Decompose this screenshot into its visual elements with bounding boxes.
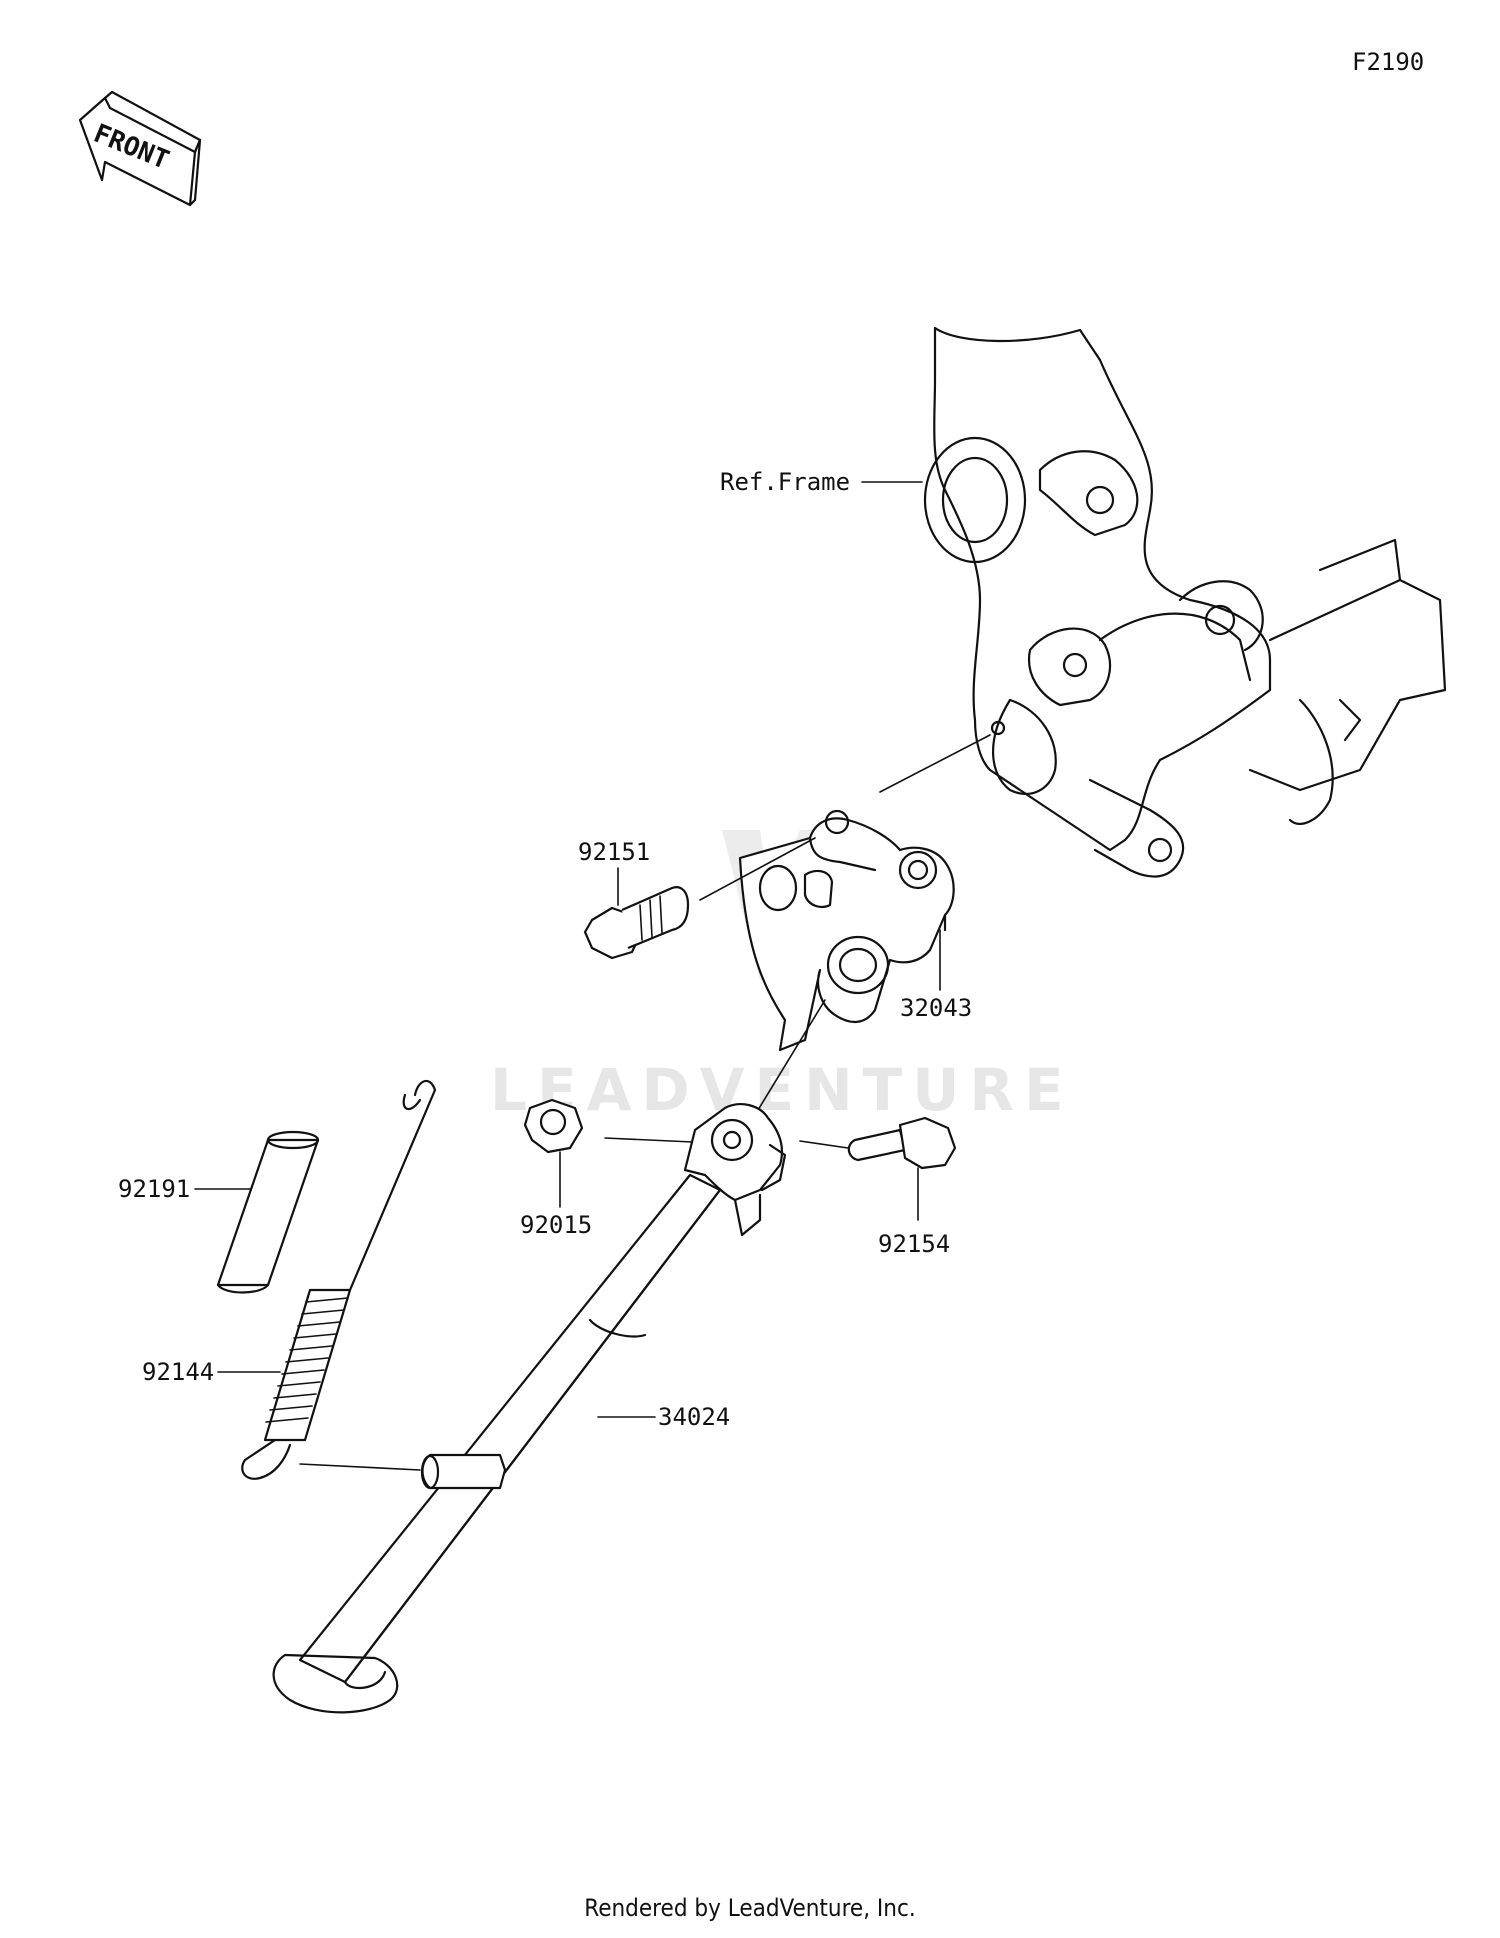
- part-92154-bolt: [799, 1116, 957, 1170]
- footer-credit: Rendered by LeadVenture, Inc.: [584, 1894, 916, 1922]
- ref-frame-part: [923, 326, 1447, 878]
- part-92154-label: 92154: [878, 1230, 950, 1258]
- figure-code: F2190: [1352, 48, 1424, 76]
- part-34024-label: 34024: [658, 1403, 730, 1431]
- part-34024-callout: 34024: [597, 1403, 730, 1431]
- bracket-to-frame-line: [879, 734, 991, 793]
- watermark-text: LEADVENTURE: [490, 1056, 1074, 1124]
- front-arrow-icon: FRONT: [78, 90, 202, 207]
- part-34024-side-stand: [272, 999, 826, 1714]
- part-92144-callout: 92144: [142, 1358, 281, 1386]
- part-32043-callout: 32043: [900, 929, 972, 1022]
- part-92151-bolt: [583, 837, 816, 960]
- part-32043-label: 32043: [900, 994, 972, 1022]
- ref-frame-callout: Ref.Frame: [720, 468, 923, 496]
- part-92191-callout: 92191: [118, 1175, 251, 1203]
- part-92151-label: 92151: [578, 838, 650, 866]
- part-92144-label: 92144: [142, 1358, 214, 1386]
- front-label: FRONT: [89, 119, 173, 176]
- part-92015-label: 92015: [520, 1211, 592, 1239]
- part-92015-callout: 92015: [520, 1151, 592, 1239]
- part-92191-label: 92191: [118, 1175, 190, 1203]
- part-92144-spring: [241, 1079, 437, 1480]
- part-92191-sleeve: [216, 1130, 320, 1294]
- part-32043-bracket: [738, 809, 955, 1052]
- ref-frame-label: Ref.Frame: [720, 468, 850, 496]
- part-92154-callout: 92154: [878, 1167, 950, 1258]
- part-92151-callout: 92151: [578, 838, 650, 906]
